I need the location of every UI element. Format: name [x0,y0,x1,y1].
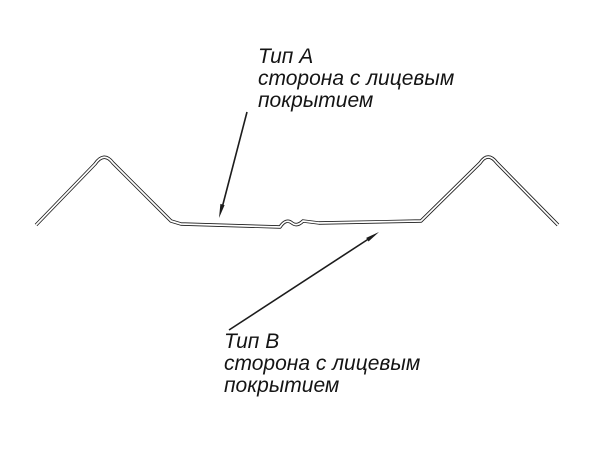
leader-arrow-type-b [366,232,379,242]
label-type-a-desc-line2: покрытием [258,89,374,112]
label-type-b-title: Тип В [224,330,280,353]
label-type-a-desc-line1: сторона с лицевым [258,67,455,90]
leader-arrow-type-a [219,203,225,218]
label-type-a-title: Тип А [258,45,314,68]
sheet-profile-thickness-gap [35,156,559,228]
label-type-b-desc-line1: сторона с лицевым [224,352,421,375]
leader-line-type-a [221,111,248,209]
label-type-b-desc-line2: покрытием [224,374,340,397]
sheet-profile-outline [34,155,560,229]
label-type-a: Тип А сторона с лицевым покрытием [258,46,454,112]
label-type-b: Тип В сторона с лицевым покрытием [224,331,420,397]
leader-line-type-b [228,237,371,331]
